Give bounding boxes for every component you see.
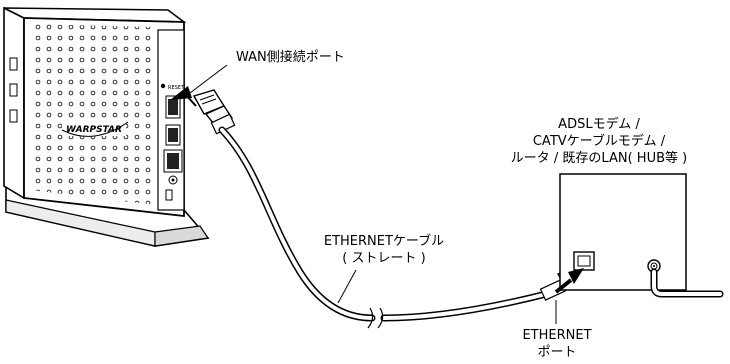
ethernet-cable xyxy=(218,126,558,322)
cable-label-line: ETHERNETケーブル xyxy=(323,234,445,249)
router-side xyxy=(3,6,25,200)
wan-port-label: WAN側接続ポート xyxy=(236,50,345,65)
cable-label-pointer xyxy=(337,269,357,304)
ethernet-port xyxy=(573,251,595,271)
side-slot xyxy=(9,83,18,97)
cable-break-mark xyxy=(367,307,384,329)
cable-label-line: ( ストレート ) xyxy=(342,251,426,266)
router: WARPSTAR RESET xyxy=(3,6,210,247)
wan-pointer-arrow xyxy=(170,64,228,107)
side-slot xyxy=(9,57,18,71)
ethernet-port-label: ETHERNET ポート xyxy=(512,327,602,361)
port-label-line: ETHERNET xyxy=(522,328,592,343)
warpstar-logo: WARPSTAR xyxy=(61,120,129,137)
port-pointer-arrow xyxy=(554,268,584,294)
side-slot xyxy=(9,109,18,123)
modem-label: ADSLモデム / CATVケーブルモデム / ルータ / 既存のLAN( HU… xyxy=(496,116,702,167)
modem-label-line: ADSLモデム / xyxy=(558,117,640,132)
coax-cable xyxy=(650,268,724,298)
modem-label-line: ルータ / 既存のLAN( HUB等 ) xyxy=(510,151,688,166)
vent-grid xyxy=(30,24,156,205)
port-label-line: ポート xyxy=(537,345,577,360)
svg-text:WARPSTAR: WARPSTAR xyxy=(66,125,122,135)
modem-label-line: CATVケーブルモデム / xyxy=(532,134,666,149)
svg-text:RESET: RESET xyxy=(168,85,185,91)
router-port-panel: RESET xyxy=(157,29,185,211)
ethernet-cable-label: ETHERNETケーブル ( ストレート ) xyxy=(288,233,480,267)
router-side-connector xyxy=(192,89,236,135)
